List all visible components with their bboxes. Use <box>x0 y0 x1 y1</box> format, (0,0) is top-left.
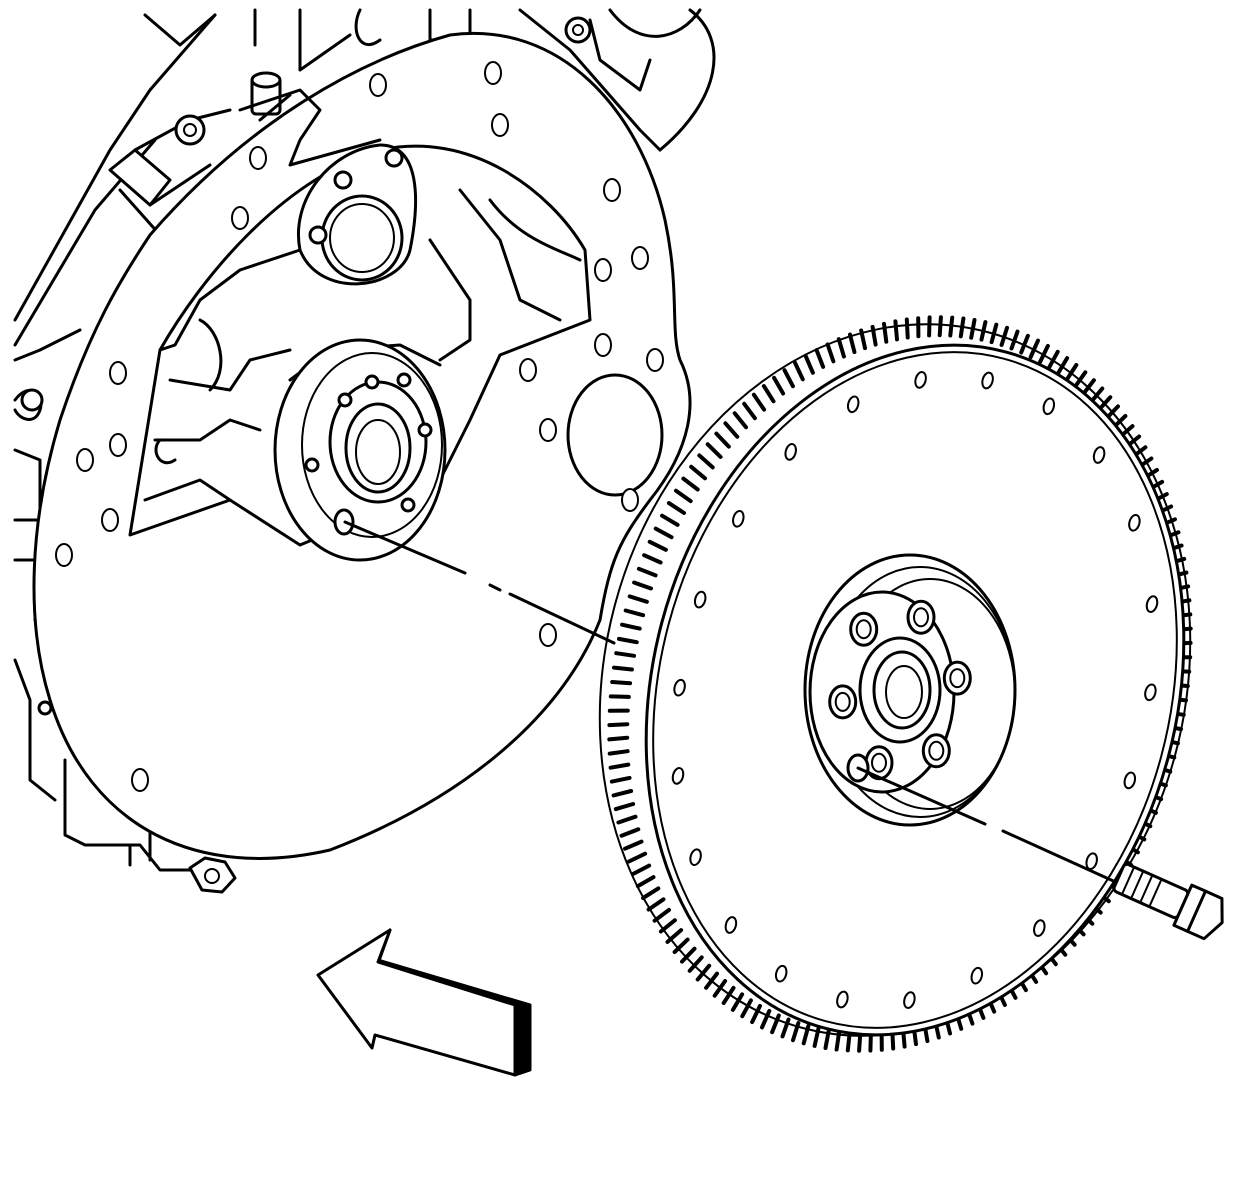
back-plate-hole <box>631 246 649 270</box>
back-plate-hole <box>519 358 537 382</box>
back-plate-hole <box>539 418 557 442</box>
flywheel-hole <box>693 590 707 609</box>
flywheel-hub <box>803 553 1017 827</box>
back-plate-hole <box>621 488 639 512</box>
installation-direction-arrow <box>316 928 532 1077</box>
hub-bolt-hole <box>828 684 858 720</box>
back-plate-hole <box>101 508 119 532</box>
engine-fastener <box>564 16 592 44</box>
hub-bolt-hole <box>849 611 879 647</box>
back-plate-hole <box>491 113 509 137</box>
flywheel-hole <box>1128 513 1141 532</box>
back-plate-hole <box>484 61 502 85</box>
back-plate-hole <box>76 448 94 472</box>
hub-bolt-hole <box>906 599 936 635</box>
flywheel-hole <box>970 966 984 985</box>
flywheel-hole <box>671 767 685 785</box>
back-plate-hole <box>594 258 612 282</box>
sensor-bracket <box>108 108 232 237</box>
flywheel-bolt <box>1112 862 1224 941</box>
flywheel-hole <box>1145 595 1159 613</box>
flywheel-hole <box>784 443 797 461</box>
back-plate-hole <box>249 146 267 170</box>
back-plate-hole <box>369 73 387 97</box>
flywheel-hole <box>846 395 860 414</box>
back-plate-hole <box>603 178 621 202</box>
back-plate-holes <box>55 61 664 792</box>
flywheel-hole <box>774 964 788 983</box>
oil-pan-bolt <box>188 856 237 894</box>
back-plate-hole <box>109 433 127 457</box>
back-plate-hole <box>539 623 557 647</box>
back-plate-hole <box>131 768 149 792</box>
flywheel-hole <box>903 991 916 1009</box>
back-plate-hole <box>231 206 249 230</box>
flywheel-hole <box>732 509 745 528</box>
flywheel-hole <box>1092 446 1106 464</box>
crankshaft-flange <box>273 338 447 562</box>
flywheel-hole <box>724 916 738 934</box>
flywheel-hole <box>1144 683 1157 702</box>
flywheel-hole <box>689 848 702 867</box>
flywheel-hole <box>1123 771 1137 790</box>
flywheel-bolt-circle <box>828 599 972 781</box>
flywheel-outer-holes <box>671 371 1159 1009</box>
back-plate-hole <box>55 543 73 567</box>
flywheel-hole <box>1042 397 1056 416</box>
flywheel-hole <box>836 990 849 1009</box>
flexplate-flywheel <box>598 315 1193 1053</box>
cover-opening <box>566 373 664 497</box>
hub-bolt-hole <box>942 660 972 696</box>
cam-bore-boss <box>297 143 418 286</box>
alignment-lines <box>343 520 1122 886</box>
back-plate-hole <box>594 333 612 357</box>
flywheel-hole <box>914 371 927 389</box>
engine-block <box>13 8 716 894</box>
back-plate-hole <box>646 348 664 372</box>
flywheel-hole <box>981 371 994 390</box>
engine-back-plate <box>32 31 692 860</box>
flywheel-hole <box>673 678 686 697</box>
back-plate-hole <box>109 361 127 385</box>
hub-bolt-hole <box>921 733 951 769</box>
flywheel-hole <box>1033 919 1046 937</box>
